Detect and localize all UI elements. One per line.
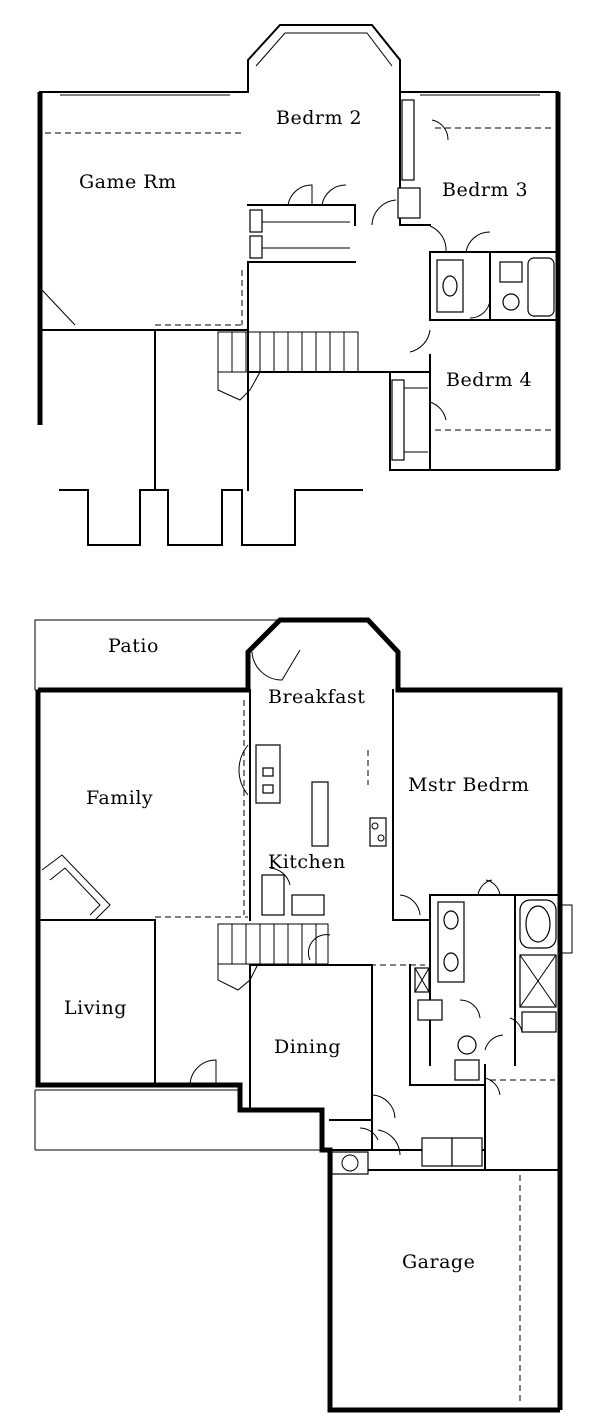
main-floor-plan: Patio Breakfast Family Kitchen Mstr Bedr…: [34, 617, 573, 1413]
master-bath-fixtures: [414, 899, 557, 1081]
room-label-garage: Garage: [402, 1251, 475, 1273]
upper-bathroom: [436, 257, 555, 317]
upper-floor-exterior-walls: [37, 24, 561, 546]
room-label-bedroom-3: Bedrm 3: [442, 179, 528, 201]
upper-dashed-lines: [41, 127, 555, 431]
room-label-game-room: Game Rm: [79, 171, 177, 193]
main-doors: [189, 649, 523, 1156]
room-label-bedroom-4: Bedrm 4: [446, 369, 532, 391]
room-label-bedroom-2: Bedrm 2: [276, 107, 362, 129]
upper-floor-plan: Game Rm Bedrm 2 Bedrm 3 Bedrm 4: [37, 24, 561, 546]
room-label-dining: Dining: [274, 1036, 341, 1058]
main-interior-walls: [39, 689, 559, 1171]
utility-fixtures: [331, 1137, 521, 1405]
upper-doors: [287, 119, 491, 421]
main-exterior-walls: [34, 617, 563, 1413]
upper-window-marks: [60, 32, 540, 96]
upper-staircase: [217, 331, 359, 401]
main-window-marks: [60, 691, 573, 954]
family-fireplace: [41, 854, 111, 921]
room-label-family: Family: [86, 787, 153, 809]
room-label-living: Living: [64, 997, 127, 1019]
kitchen-fixtures: [238, 744, 387, 916]
room-label-patio: Patio: [108, 635, 159, 657]
room-label-master-bedroom: Mstr Bedrm: [408, 774, 529, 796]
room-label-breakfast: Breakfast: [268, 686, 365, 708]
upper-interior-walls: [154, 91, 559, 471]
main-staircase: [217, 923, 329, 991]
main-dashed-lines: [154, 700, 555, 1081]
upper-closets: [249, 99, 428, 461]
room-label-kitchen: Kitchen: [268, 851, 346, 873]
